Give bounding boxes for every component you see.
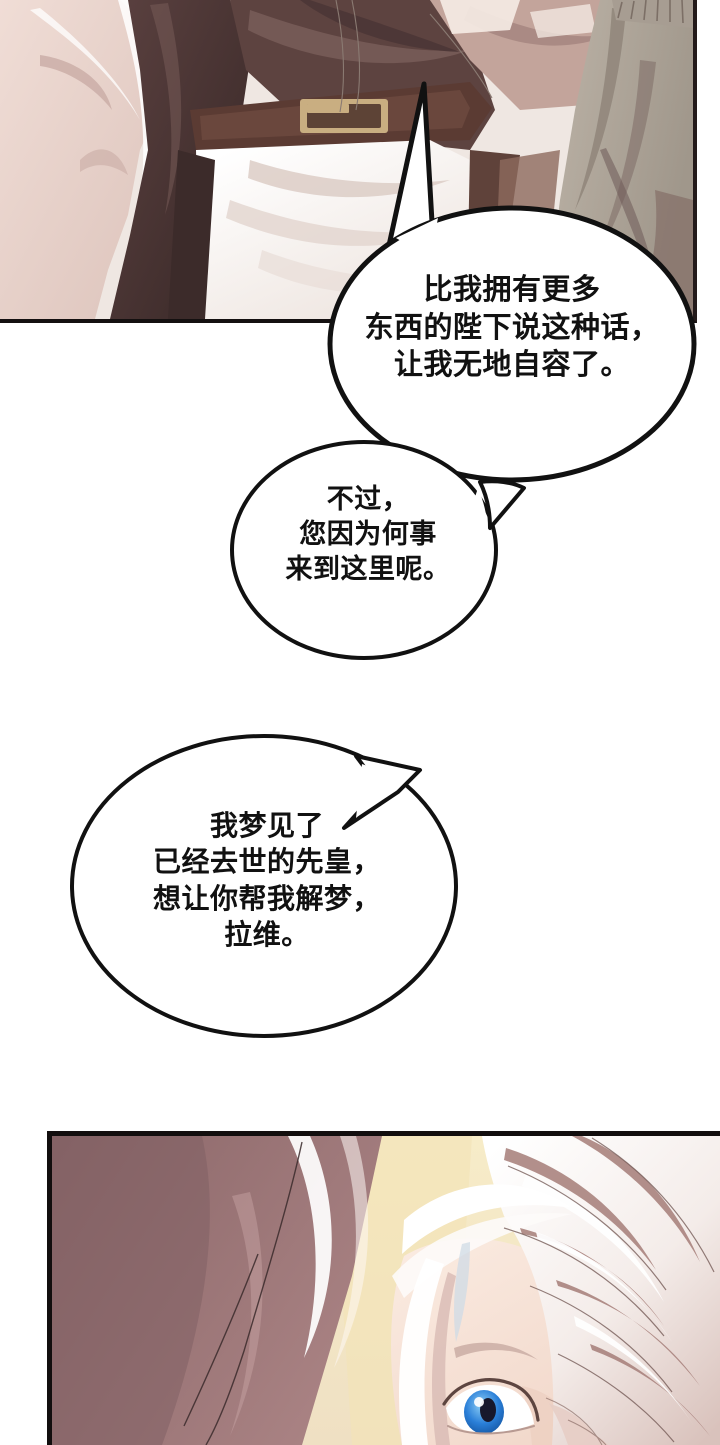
speech-bubble-1-text: 比我拥有更多 东西的陛下说这种话， 让我无地自容了。 (364, 274, 660, 382)
speech-bubble-3-text: 我梦见了 已经去世的先皇， 想让你帮我解梦， 拉维。 (152, 810, 381, 951)
speech-bubble-1: 比我拥有更多 东西的陛下说这种话， 让我无地自容了。 (326, 72, 698, 484)
speech-bubble-2-shape (230, 440, 526, 660)
panel-bottom-artwork (52, 1136, 720, 1445)
speech-bubble-1-shape (327, 81, 697, 483)
speech-bubble-3-shape (70, 734, 458, 1038)
speech-bubble-2-text: 不过， 您因为何事 来到这里呢。 (285, 484, 451, 585)
speech-bubble-3: 我梦见了 已经去世的先皇， 想让你帮我解梦， 拉维。 (68, 730, 466, 1040)
speech-bubble-2: 不过， 您因为何事 来到这里呢。 (228, 436, 526, 662)
eye (442, 1378, 540, 1435)
panel-bottom (47, 1131, 720, 1445)
